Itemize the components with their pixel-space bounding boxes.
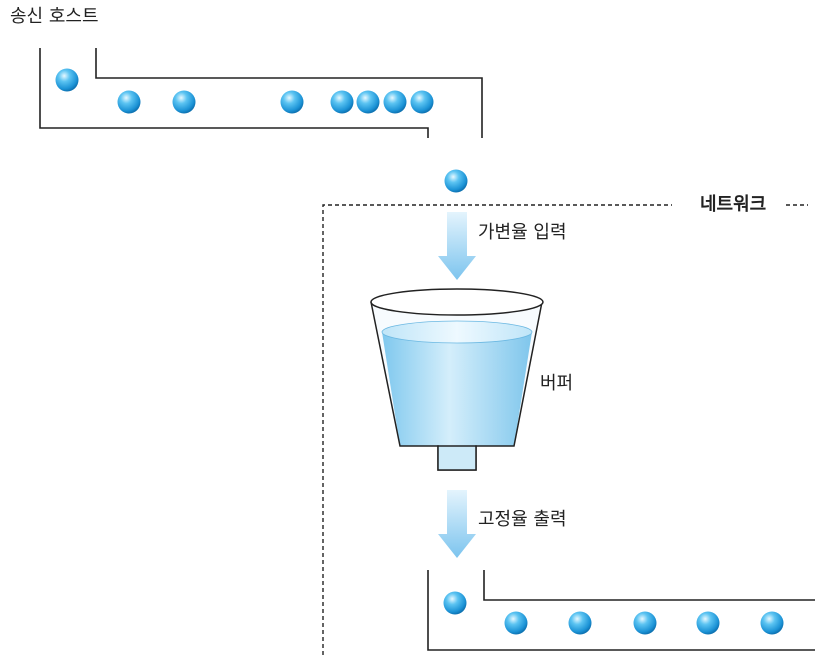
packet (443, 591, 467, 615)
output-pipe (427, 570, 815, 651)
packet (696, 611, 720, 635)
packet (504, 611, 528, 635)
packet (280, 90, 304, 114)
fixed-output-arrow (438, 490, 476, 558)
packet (55, 68, 79, 92)
host-packets (55, 68, 434, 114)
packet (330, 90, 354, 114)
sending-host-label: 송신 호스트 (10, 6, 99, 27)
sending-host-pipe (39, 48, 483, 138)
buffer-bucket (370, 288, 544, 471)
packet (383, 90, 407, 114)
variable-rate-input-label: 가변율 입력 (478, 222, 567, 243)
packet (410, 90, 434, 114)
output-packets (443, 591, 784, 635)
packet (172, 90, 196, 114)
network-label: 네트워크 (690, 194, 775, 216)
variable-input-arrow (438, 212, 476, 280)
buffer-label: 버퍼 (540, 373, 574, 394)
packet-in-transit (444, 169, 468, 193)
network-boundary (322, 204, 808, 655)
fixed-rate-output-label: 고정율 출력 (478, 509, 567, 530)
packet (760, 611, 784, 635)
packet (117, 90, 141, 114)
packet (633, 611, 657, 635)
packet (356, 90, 380, 114)
packet (568, 611, 592, 635)
